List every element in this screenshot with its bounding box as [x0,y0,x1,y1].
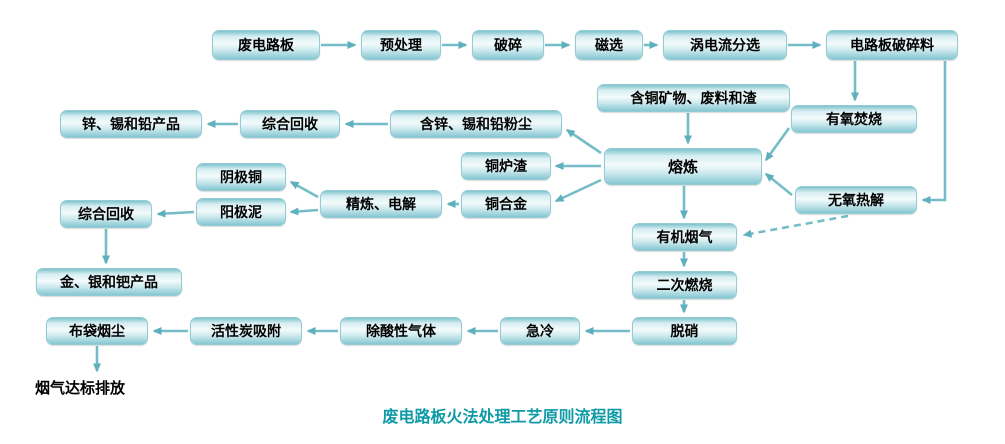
node-acid-gas-removal: 除酸性气体 [340,317,462,345]
node-waste-circuit-board: 废电路板 [212,30,320,60]
node-comprehensive-recovery-1: 综合回收 [240,110,340,138]
node-crushed-board-material: 电路板破碎料 [826,30,958,60]
node-secondary-combustion: 二次燃烧 [632,271,737,299]
node-activated-carbon-adsorption: 活性炭吸附 [190,317,302,345]
node-copper-minerals-waste-slag: 含铜矿物、废料和渣 [597,84,790,112]
node-magnetic-separation: 磁选 [575,30,643,60]
node-copper-alloy: 铜合金 [461,190,551,218]
node-bag-dust: 布袋烟尘 [46,317,148,345]
node-zn-sn-pb-products: 锌、锡和铅产品 [60,110,202,138]
diagram-title: 废电路板火法处理工艺原则流程图 [382,409,623,426]
node-aerobic-incineration: 有氧焚烧 [791,105,917,133]
node-eddy-current-separation: 涡电流分选 [663,30,787,60]
node-anaerobic-pyrolysis: 无氧热解 [795,186,917,214]
node-quenching: 急冷 [500,317,580,345]
node-copper-slag: 铜炉渣 [461,152,551,180]
node-crushing: 破碎 [472,30,544,60]
node-zn-sn-pb-dust: 含锌、锡和铅粉尘 [390,110,562,138]
node-anode-slime: 阳极泥 [196,198,286,226]
label-compliant-emission: 烟气达标排放 [35,380,126,397]
node-comprehensive-recovery-2: 综合回收 [60,200,152,228]
node-au-ag-pd-products: 金、银和钯产品 [36,268,182,296]
node-smelting: 熔炼 [604,148,762,185]
node-cathode-copper: 阴极铜 [196,163,286,191]
node-refining-electrolysis: 精炼、电解 [320,190,442,218]
node-denitration: 脱硝 [632,317,737,345]
node-organic-flue-gas: 有机烟气 [632,223,737,251]
node-pretreatment: 预处理 [361,30,441,60]
